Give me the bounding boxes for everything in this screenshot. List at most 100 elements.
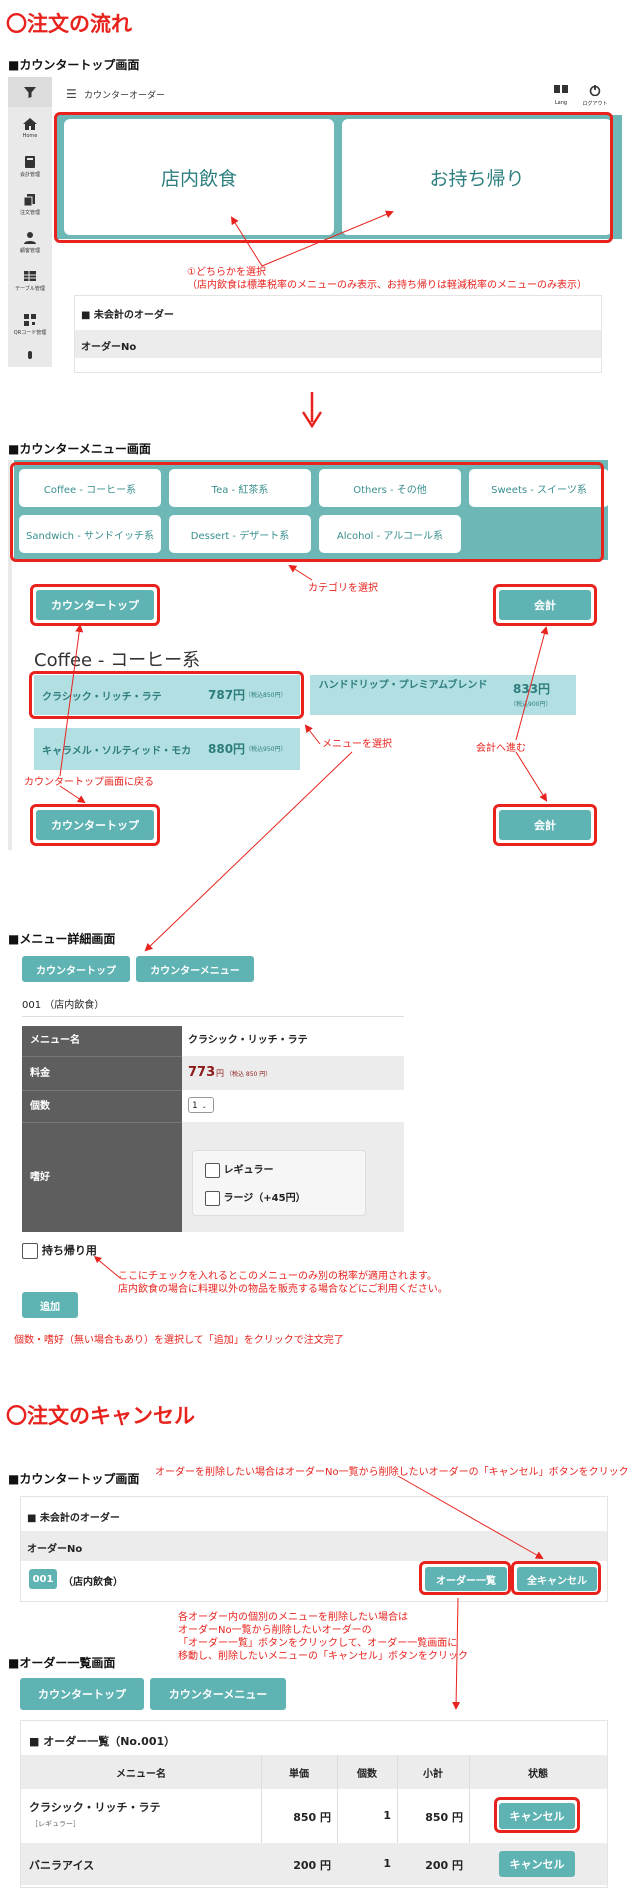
logout-button[interactable]: ログアウト	[580, 81, 610, 107]
takeout-checkbox[interactable]: 持ち帰り用	[22, 1242, 97, 1259]
row-cancel-button[interactable]: キャンセル	[499, 1851, 575, 1877]
add-button[interactable]: 追加	[22, 1292, 78, 1318]
category-sweets[interactable]: Sweets - スイーツ系	[469, 469, 609, 507]
col-name: メニュー名	[116, 1769, 166, 1780]
row-name-label: メニュー名	[22, 1026, 182, 1056]
category-tea[interactable]: Tea - 紅茶系	[169, 469, 311, 507]
sidebar-item-orders[interactable]: 注文管理	[8, 193, 52, 216]
counter-top-button-upper[interactable]: カウンタートップ	[36, 590, 154, 620]
order-no-label: オーダーNo	[81, 342, 137, 353]
detail-order-label: 001 （店内飲食）	[22, 1000, 105, 1011]
filter-icon[interactable]	[8, 77, 52, 107]
cancel-title: 〇注文のキャンセル	[6, 1404, 195, 1428]
power-icon	[589, 85, 601, 97]
category-others[interactable]: Others - その他	[319, 469, 461, 507]
menu-section-title: Coffee - コーヒー系	[34, 650, 201, 671]
menu-detail-heading: ■メニュー詳細画面	[8, 932, 116, 946]
cancel-mid-note-4: 移動し、削除したいメニューの「キャンセル」ボタンをクリック	[178, 1651, 468, 1662]
menu-select-note: メニューを選択	[322, 739, 392, 750]
category-coffee[interactable]: Coffee - コーヒー系	[19, 469, 161, 507]
category-alcohol[interactable]: Alcohol - アルコール系	[319, 515, 461, 553]
checkout-note: 会計へ進む	[476, 743, 526, 754]
order-list-header	[21, 1755, 607, 1789]
checkbox-icon	[205, 1190, 220, 1206]
order-type-label: （店内飲食）	[63, 1577, 123, 1588]
copy-icon	[23, 194, 35, 207]
checkout-button-upper[interactable]: 会計	[499, 590, 591, 620]
dine-in-button[interactable]: 店内飲食	[64, 119, 334, 235]
sidebar-item-qrcode[interactable]: QRコード管理	[8, 313, 52, 336]
col-price: 単価	[289, 1769, 309, 1780]
detail-counter-top-button[interactable]: カウンタートップ	[22, 956, 130, 982]
user-icon	[24, 232, 36, 244]
list-counter-menu-button[interactable]: カウンターメニュー	[150, 1678, 286, 1710]
order-no-badge: 001	[29, 1569, 57, 1589]
checkbox-icon	[205, 1162, 220, 1178]
category-note: カテゴリを選択	[308, 583, 378, 594]
back-to-top-note: カウンタートップ画面に戻る	[24, 777, 154, 788]
order-type-note-1: ①どちらかを選択	[187, 267, 266, 278]
lang-button[interactable]: Lang	[548, 81, 574, 106]
calculator-icon	[25, 156, 35, 168]
cancel-order-no-label: オーダーNo	[27, 1544, 83, 1555]
row-qty-label: 個数	[22, 1090, 182, 1122]
sidebar-item-voice[interactable]	[8, 351, 52, 365]
order-list-button[interactable]: オーダー一覧	[425, 1567, 507, 1591]
table-row: クラシック・リッチ・ラテ ［レギュラー］ 850 円 1 850 円 キャンセル	[21, 1789, 607, 1843]
highlight-order-type	[54, 112, 613, 243]
unpaid-heading: ■ 未会計のオーダー	[81, 310, 174, 321]
highlight-categories	[10, 462, 604, 562]
cancel-unpaid-heading: ■ 未会計のオーダー	[27, 1513, 120, 1524]
unpaid-orders-panel: ■ 未会計のオーダー オーダーNo	[74, 295, 602, 373]
counter-top-heading: ■カウンタートップ画面	[8, 58, 140, 72]
order-list-panel: ■ オーダー一覧（No.001） メニュー名 単価 個数 小計 状態 クラシック…	[20, 1720, 608, 1888]
cancel-unpaid-panel: ■ 未会計のオーダー オーダーNo 001 （店内飲食） オーダー一覧 全キャン…	[20, 1496, 608, 1602]
category-dessert[interactable]: Dessert - デザート系	[169, 515, 311, 553]
row-price-value: 773 円 （税込 850 円）	[182, 1056, 404, 1090]
counter-top-button-lower[interactable]: カウンタートップ	[36, 810, 154, 840]
order-complete-note: 個数・嗜好（無い場合もあり）を選択して「追加」をクリックで注文完了	[14, 1335, 344, 1346]
sidebar-item-tables[interactable]: テーブル管理	[8, 269, 52, 292]
order-list-title: ■ オーダー一覧（No.001）	[29, 1735, 176, 1748]
category-sandwich[interactable]: Sandwich - サンドイッチ系	[19, 515, 161, 553]
counter-menu-heading: ■カウンターメニュー画面	[8, 442, 151, 456]
table-icon	[24, 271, 36, 281]
cancel-all-button[interactable]: 全キャンセル	[517, 1567, 597, 1591]
row-cancel-button[interactable]: キャンセル	[499, 1803, 575, 1829]
row-pref-label: 嗜好	[22, 1122, 182, 1232]
cancel-mid-note-1: 各オーダー内の個別のメニューを削除したい場合は	[178, 1612, 408, 1623]
cancel-mid-note-2: オーダーNo一覧から削除したいオーダーの	[178, 1625, 372, 1636]
menu-item-classic-latte[interactable]: クラシック・リッチ・ラテ 787円 （税込850円）	[34, 675, 300, 715]
hamburger-icon[interactable]: ☰	[66, 87, 77, 101]
language-icon	[554, 85, 568, 93]
menu-item-caramel-mocha[interactable]: キャラメル・ソルティッド・モカ 880円 （税込950円）	[34, 728, 300, 770]
col-qty: 個数	[357, 1769, 377, 1780]
col-subtotal: 小計	[423, 1769, 443, 1780]
cancel-mid-note-3: 「オーダー一覧」ボタンをクリックして、オーダー一覧画面に	[178, 1638, 458, 1649]
detail-counter-menu-button[interactable]: カウンターメニュー	[136, 956, 254, 982]
takeout-note-1: ここにチェックを入れるとこのメニューのみ別の税率が適用されます。	[118, 1271, 437, 1282]
order-type-note-2: （店内飲食は標準税率のメニューのみ表示、お持ち帰りは軽減税率のメニューのみ表示）	[187, 280, 587, 291]
table-row: バニラアイス 200 円 1 200 円 キャンセル	[21, 1843, 607, 1885]
flow-title: 〇注文の流れ	[6, 12, 132, 36]
row-price-label: 料金	[22, 1056, 182, 1090]
qrcode-icon	[24, 314, 36, 326]
pref-large-option[interactable]: ラージ（+45円）	[205, 1189, 306, 1206]
sidebar-item-home[interactable]: Home	[8, 117, 52, 139]
pref-regular-option[interactable]: レギュラー	[205, 1161, 273, 1178]
list-counter-top-button[interactable]: カウンタートップ	[20, 1678, 144, 1710]
quantity-select[interactable]: 1⌄	[188, 1097, 214, 1113]
home-icon	[23, 118, 37, 130]
preference-options: レギュラー ラージ（+45円）	[192, 1150, 366, 1216]
microphone-icon	[28, 351, 32, 359]
takeout-arrow	[94, 1256, 121, 1279]
row-name-value: クラシック・リッチ・ラテ	[188, 1035, 308, 1046]
cancel-top-note: オーダーを削除したい場合はオーダーNo一覧から削除したいオーダーの「キャンセル」…	[155, 1467, 629, 1478]
takeout-note-2: 店内飲食の場合に料理以外の物品を販売する場合などにご利用ください。	[118, 1284, 448, 1295]
sidebar-item-customers[interactable]: 顧客管理	[8, 231, 52, 254]
sidebar-item-accounting[interactable]: 会計管理	[8, 155, 52, 178]
checkout-button-lower[interactable]: 会計	[499, 810, 591, 840]
col-status: 状態	[528, 1769, 548, 1780]
